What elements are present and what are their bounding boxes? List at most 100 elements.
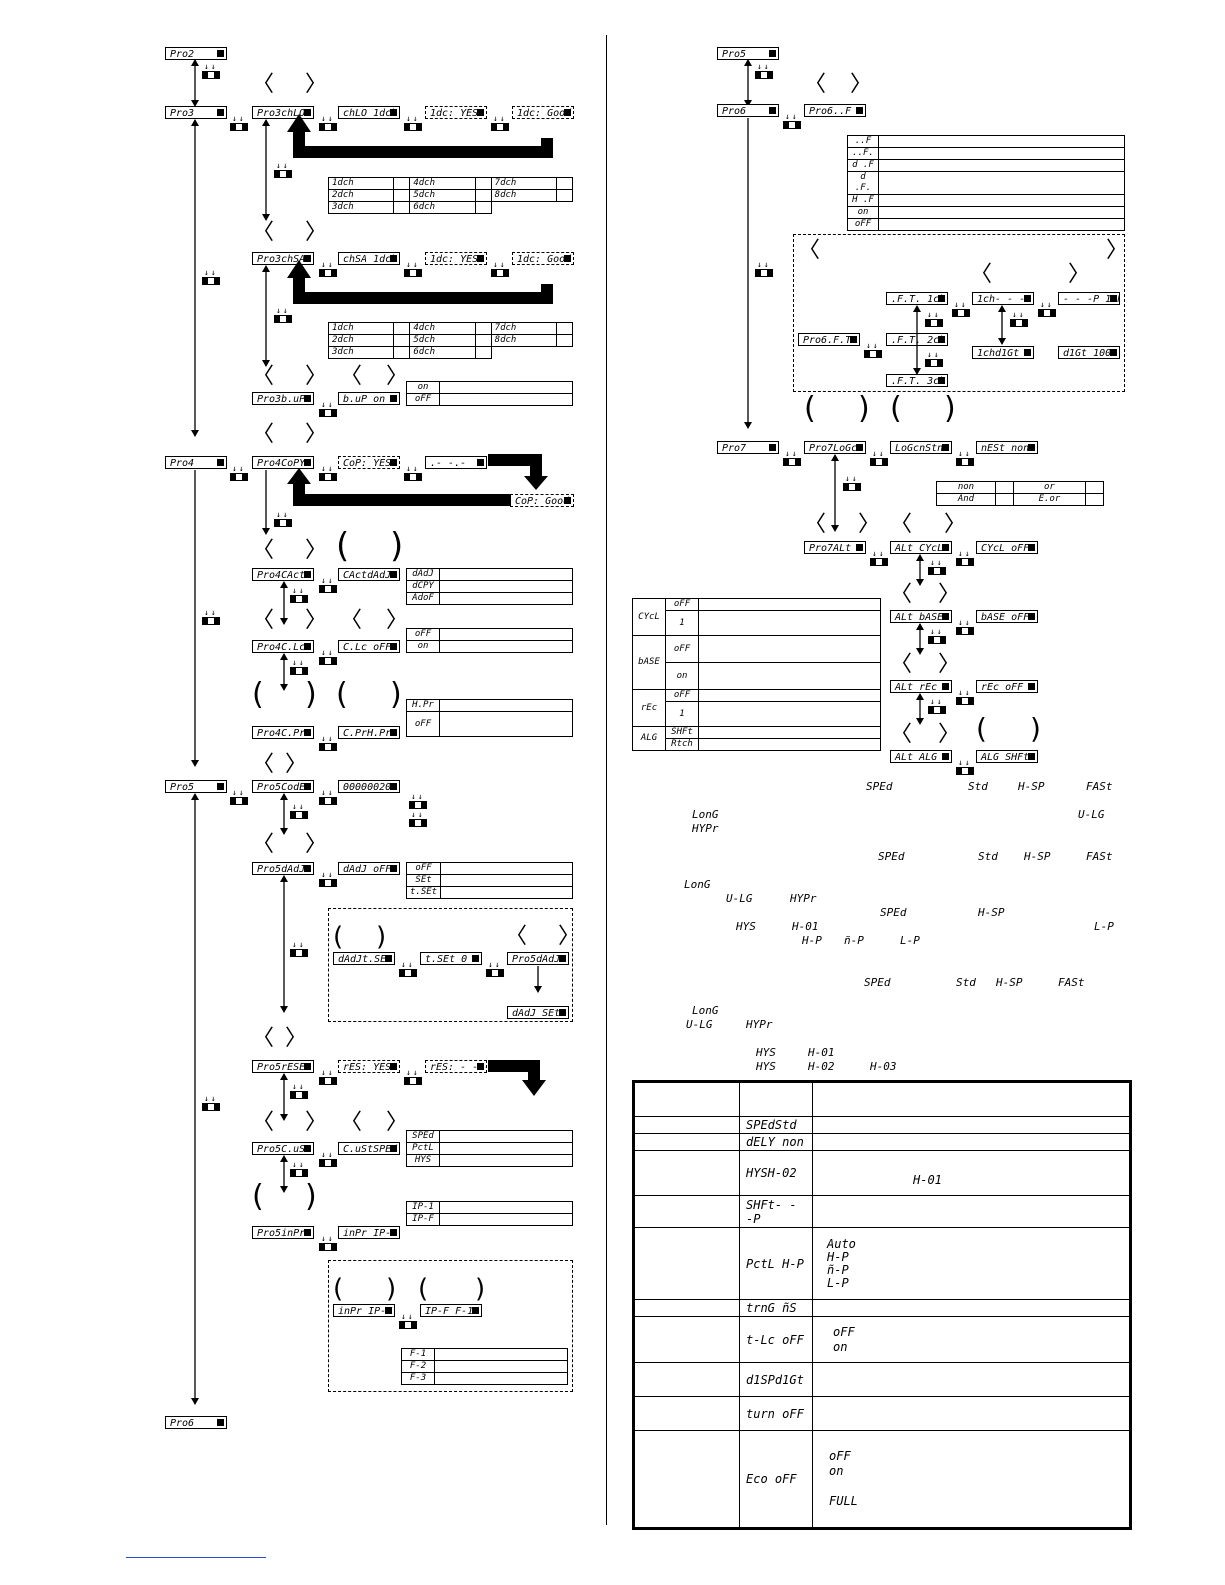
cell: 6dch (409, 346, 476, 359)
bracket-left: 〈 (890, 652, 913, 677)
cell (812, 1299, 1130, 1317)
updown-arrow-icon (280, 581, 288, 625)
value-cell: dELY non (739, 1133, 813, 1151)
bracket-right: 〉 (1068, 262, 1091, 287)
note-token: SPEd (864, 976, 891, 989)
note-token: FASt (1058, 976, 1085, 989)
bracket-right: ) (944, 391, 956, 426)
cell: 4dch (409, 177, 476, 190)
display-bup-on: b.uP on (338, 392, 400, 405)
note-token: SPEd (880, 906, 907, 919)
updown-arrow-icon (744, 59, 752, 107)
cell: 1 (665, 701, 699, 727)
mode-button-icon (272, 510, 294, 528)
bracket-right: 〉 (386, 608, 409, 633)
bracket-right: ) (390, 677, 402, 712)
bracket-right: 〉 (938, 652, 961, 677)
display-digt-100: d1Gt 100 (1058, 346, 1120, 359)
return-arrow-icon (287, 468, 511, 506)
display-logc-fn: LoGcnStn (890, 441, 952, 454)
clc-options-table: oFF on (406, 628, 573, 653)
display-reset-progress: rES: - - - (425, 1060, 487, 1073)
note-token: U-LG (686, 1018, 713, 1031)
bup-options-table: on oFF (406, 381, 573, 406)
mode-button-icon (288, 940, 310, 958)
bracket-left: ( (336, 526, 350, 566)
bracket-right: 〉 (285, 1026, 308, 1051)
mode-button-icon (228, 464, 250, 482)
cell: F-3 (401, 1372, 435, 1385)
note-token: H-P (802, 934, 822, 947)
cell (439, 393, 573, 406)
down-button-icon (407, 810, 429, 828)
value-cell: PctL H-P (739, 1227, 813, 1300)
note-token: LonG (692, 808, 719, 821)
cell (439, 1154, 573, 1167)
display-chlo-1dch: chLO 1dch (338, 106, 400, 119)
note-token: Std (978, 850, 998, 863)
cell (698, 662, 881, 690)
bracket-left: 〈 (252, 832, 275, 857)
cell (878, 147, 1125, 160)
cell: PctL (406, 1142, 440, 1155)
note-token: Std (968, 780, 988, 793)
display-alt-alg: ALt ALG (890, 750, 952, 763)
mode-button-icon (950, 300, 972, 318)
display-copy-good: CoP: Good (510, 494, 574, 507)
cell (439, 1201, 573, 1214)
mode-button-icon (317, 464, 339, 482)
cell (1085, 481, 1104, 494)
cell: HYS (406, 1154, 440, 1167)
mode-button-icon (841, 474, 863, 492)
note-token: FASt (1086, 850, 1113, 863)
cell: ..F (847, 135, 879, 148)
mode-button-icon (200, 1094, 222, 1112)
note-token: HYPr (692, 822, 719, 835)
bracket-right: 〉 (944, 512, 967, 537)
thick-arrow-icon (488, 454, 548, 490)
cell: dAdJ (406, 568, 440, 581)
display-ft-3ch: .F.T. 3ch (886, 374, 948, 387)
cell (698, 610, 881, 636)
bracket-left: 〈 (340, 364, 363, 389)
cell: d .F. (847, 171, 879, 195)
cell: oFF (665, 689, 699, 702)
mode-button-icon (288, 1160, 310, 1178)
down-arrow-icon (262, 470, 270, 535)
cell (556, 334, 573, 347)
bracket-right: ) (376, 922, 387, 952)
cell: 2dch (327, 334, 395, 347)
bracket-left: 〈 (890, 722, 913, 747)
display-pro5-dadj-sub: Pro5dAdJ (507, 952, 569, 965)
updown-arrow-icon (280, 875, 288, 1013)
cell (634, 1430, 740, 1528)
bracket-left: 〈 (890, 582, 913, 607)
cell (878, 159, 1125, 172)
note-token: H-02 (808, 1060, 835, 1073)
mode-button-icon (926, 558, 948, 576)
note-token: Std (956, 976, 976, 989)
cell (556, 189, 573, 202)
note-token: H-03 (870, 1060, 897, 1073)
display-1dc-yes: 1dc: YES (425, 106, 487, 119)
bracket-right: 〉 (305, 220, 328, 245)
cell (634, 1227, 740, 1300)
return-arrow-icon (287, 260, 553, 304)
pro6-ft-box (793, 234, 1125, 392)
cell: oFF (665, 598, 699, 611)
note-token: SPEd (866, 780, 893, 793)
mode-button-icon (753, 62, 775, 80)
cell (698, 726, 881, 739)
cell (439, 628, 573, 641)
cell (698, 701, 881, 727)
cell (439, 580, 573, 593)
cell: 5dch (409, 189, 476, 202)
updown-arrow-icon (262, 119, 270, 221)
mode-button-icon (317, 114, 339, 132)
cell (634, 1396, 740, 1431)
bracket-left: 〈 (252, 364, 275, 389)
cell: 1dch (327, 322, 395, 335)
cell: 7dch (490, 177, 558, 190)
